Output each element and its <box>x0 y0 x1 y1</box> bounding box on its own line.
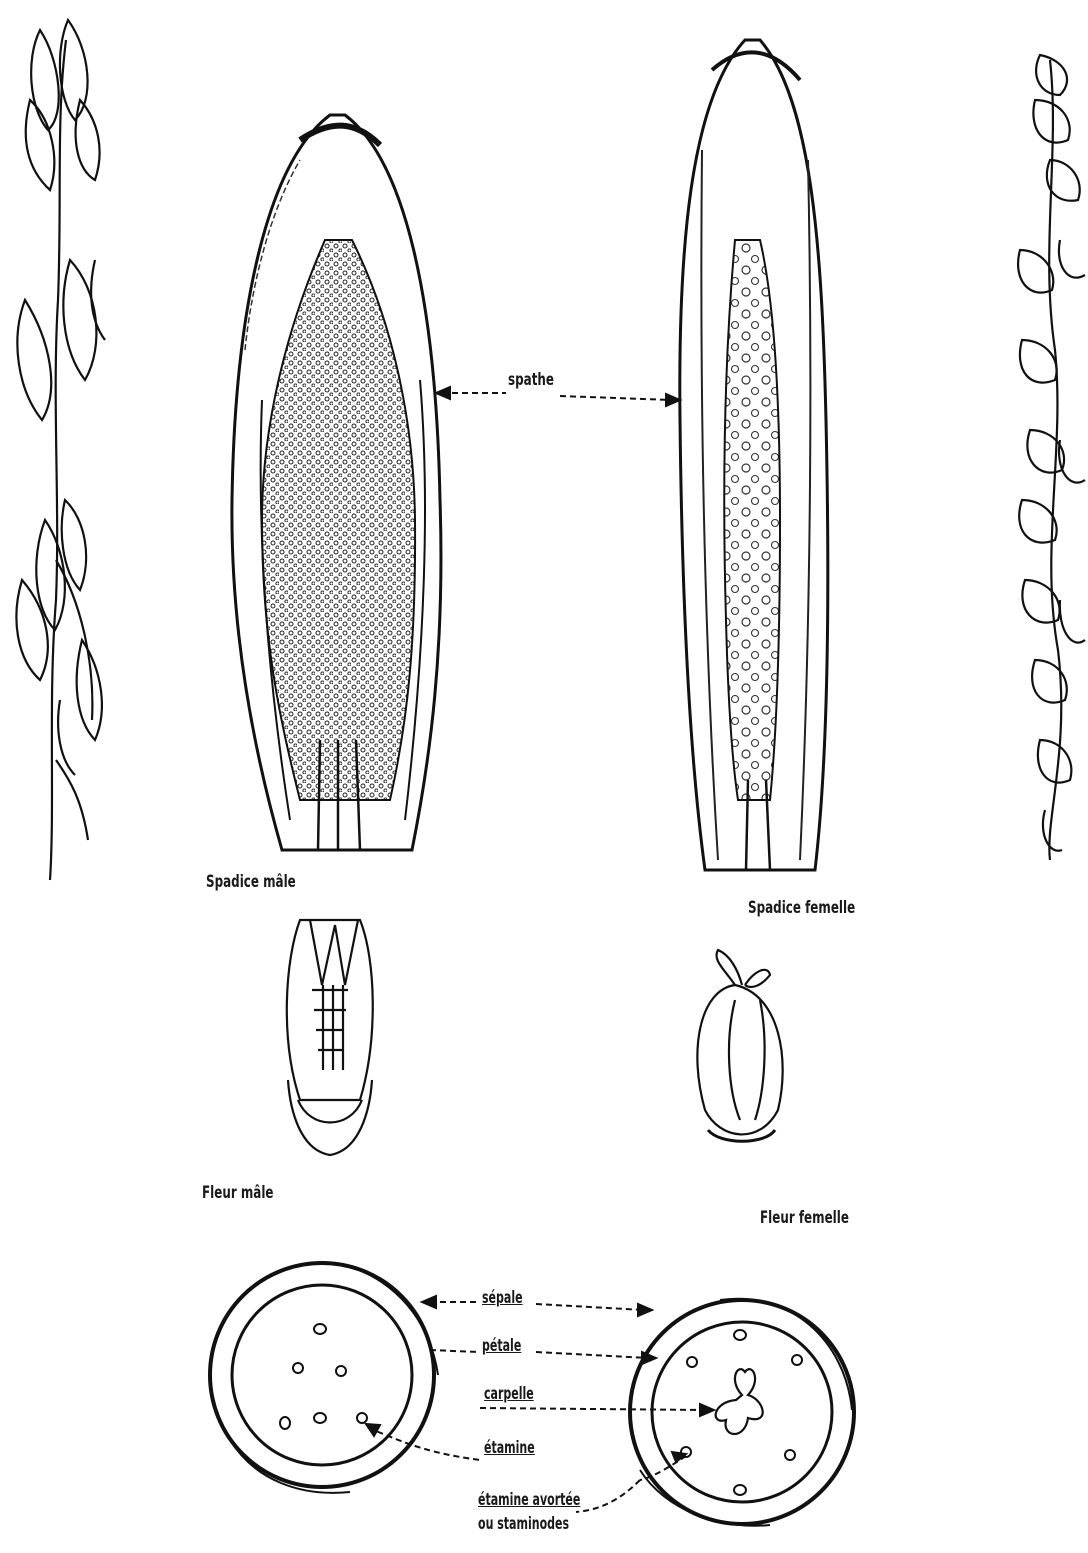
female-flower <box>697 950 782 1141</box>
male-flower-label: Fleur mâle <box>202 1183 274 1203</box>
male-floral-diagram <box>210 1263 438 1493</box>
right-inflorescence <box>1018 55 1085 860</box>
male-flower <box>287 920 373 1155</box>
petal-label: pétale <box>482 1336 521 1356</box>
stamen-label: étamine <box>484 1438 535 1458</box>
staminode-label: ou staminodes <box>478 1514 569 1534</box>
female-flower-label: Fleur femelle <box>760 1208 849 1228</box>
spathe-label: spathe <box>508 370 554 390</box>
aborted-stamen-label: étamine avortée <box>478 1490 580 1510</box>
floral-diagram-pointers <box>366 1296 714 1512</box>
spathe-pointer <box>436 387 680 406</box>
carpel-label: carpelle <box>484 1384 534 1404</box>
female-floral-diagram <box>630 1299 854 1526</box>
spadix-male-label: Spadice mâle <box>206 872 296 892</box>
spadix-female-label: Spadice femelle <box>748 898 855 918</box>
left-inflorescence <box>16 20 105 880</box>
sepal-label: sépale <box>482 1288 523 1308</box>
female-spadix <box>680 40 828 870</box>
male-spadix <box>232 115 441 850</box>
